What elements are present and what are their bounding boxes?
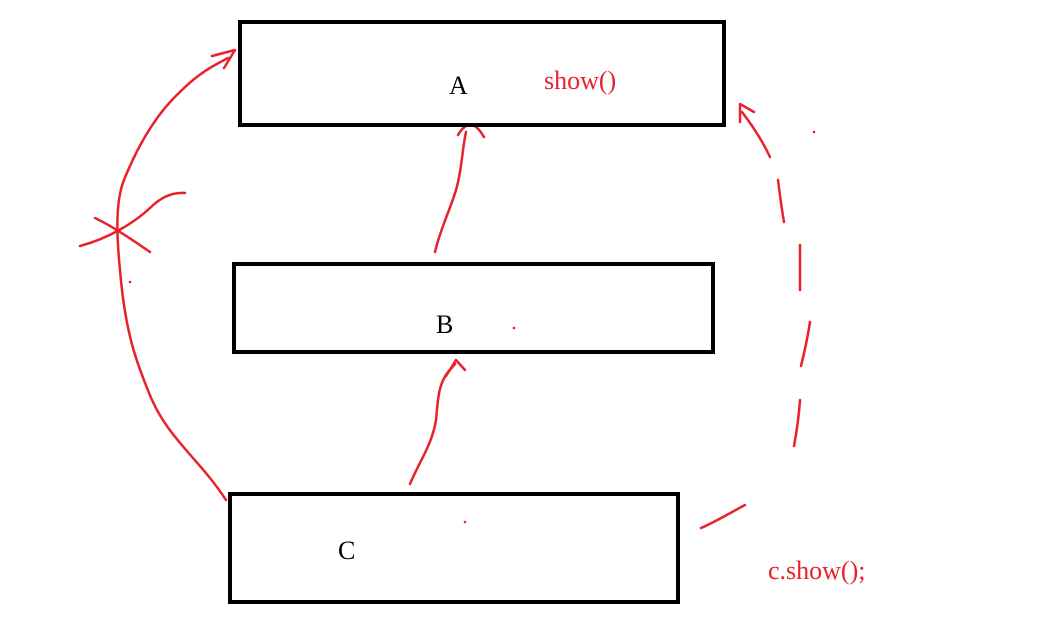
arrow-c-to-b [408,362,457,486]
class-label-a: A [449,71,468,100]
class-label-c: C [338,536,356,565]
stray-dot [512,326,516,330]
cross-out-mark-stroke-1 [93,216,152,254]
arrow-c-to-a-direct [116,56,230,502]
class-box-b [232,262,715,354]
stray-dot [128,280,132,284]
arrow-b-to-a-head [456,123,486,139]
arrow-c-to-a-direct-head [210,48,237,70]
stray-dot [812,130,816,134]
class-label-b: B [436,310,454,339]
class-box-c [228,492,680,604]
call-path-dash-6 [740,110,772,159]
stray-dot [463,520,467,524]
call-path-dash-1 [699,503,747,530]
call-path-dash-5 [776,178,786,224]
arrow-b-to-a [433,130,468,254]
arrow-c-to-b-head [444,358,467,378]
class-box-a [238,20,726,127]
cross-out-mark-stroke-2 [78,191,187,248]
call-path-dash-3 [799,320,812,368]
method-label-show: show() [544,66,617,95]
method-call-label: c.show(); [768,556,866,585]
call-path-dash-2 [792,398,802,448]
call-path-arrowhead [738,102,756,124]
